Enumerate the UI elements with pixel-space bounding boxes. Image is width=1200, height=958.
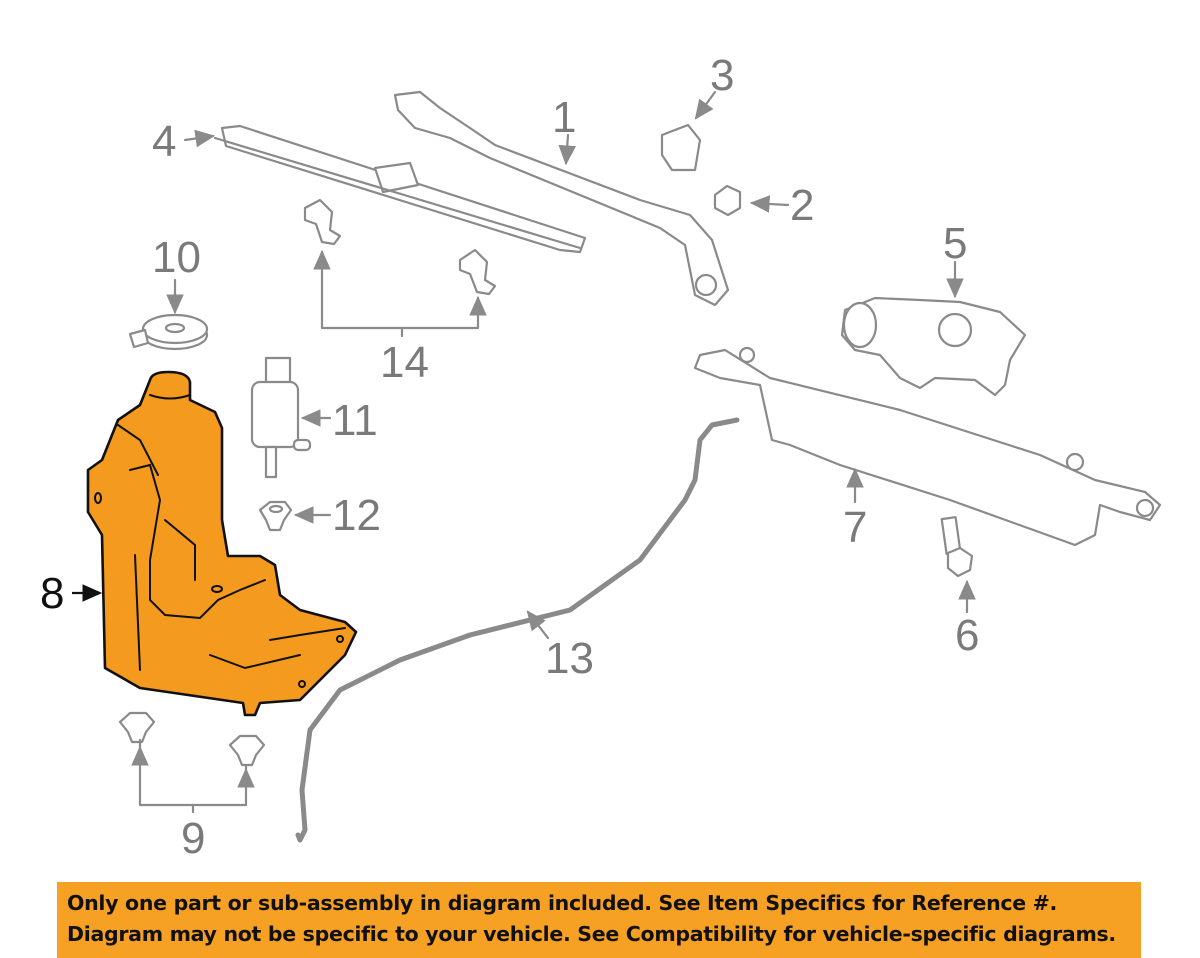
- nut-part[interactable]: [713, 184, 742, 217]
- callout-12: 12: [332, 491, 381, 540]
- callout-2: 2: [790, 181, 814, 230]
- callout-14: 14: [380, 338, 429, 387]
- callout-1: 1: [552, 93, 576, 142]
- callout-13: 13: [545, 634, 594, 683]
- callout-4: 4: [152, 117, 176, 166]
- callout-5: 5: [943, 219, 967, 268]
- callout-9: 9: [181, 814, 205, 863]
- reservoir-nuts-part[interactable]: [118, 711, 266, 767]
- wiper-linkage-part[interactable]: [693, 346, 1162, 547]
- wiper-motor-part[interactable]: [840, 296, 1027, 397]
- disclaimer-line-1: Only one part or sub-assembly in diagram…: [67, 891, 1058, 915]
- callout-11: 11: [332, 396, 378, 445]
- disclaimer-line-2: Diagram may not be specific to your vehi…: [67, 922, 1116, 946]
- arm-cap-part[interactable]: [660, 123, 702, 172]
- washer-pump-part[interactable]: [250, 356, 312, 479]
- callout-3: 3: [710, 51, 734, 100]
- washer-reservoir-part[interactable]: [86, 370, 358, 717]
- washer-hose-part[interactable]: [295, 417, 740, 843]
- wiper-arm-part[interactable]: [393, 90, 730, 307]
- callout-10: 10: [152, 233, 201, 282]
- linkage-bolt-part[interactable]: [940, 516, 974, 578]
- wiper-blade-part[interactable]: [213, 124, 587, 254]
- callout-8: 8: [40, 569, 64, 618]
- callout-6: 6: [955, 611, 979, 660]
- washer-nozzles-part[interactable]: [303, 198, 497, 296]
- reservoir-cap-part[interactable]: [128, 313, 209, 351]
- pump-grommet-part[interactable]: [258, 500, 293, 532]
- disclaimer-banner: Only one part or sub-assembly in diagram…: [57, 882, 1141, 958]
- callout-7: 7: [843, 503, 867, 552]
